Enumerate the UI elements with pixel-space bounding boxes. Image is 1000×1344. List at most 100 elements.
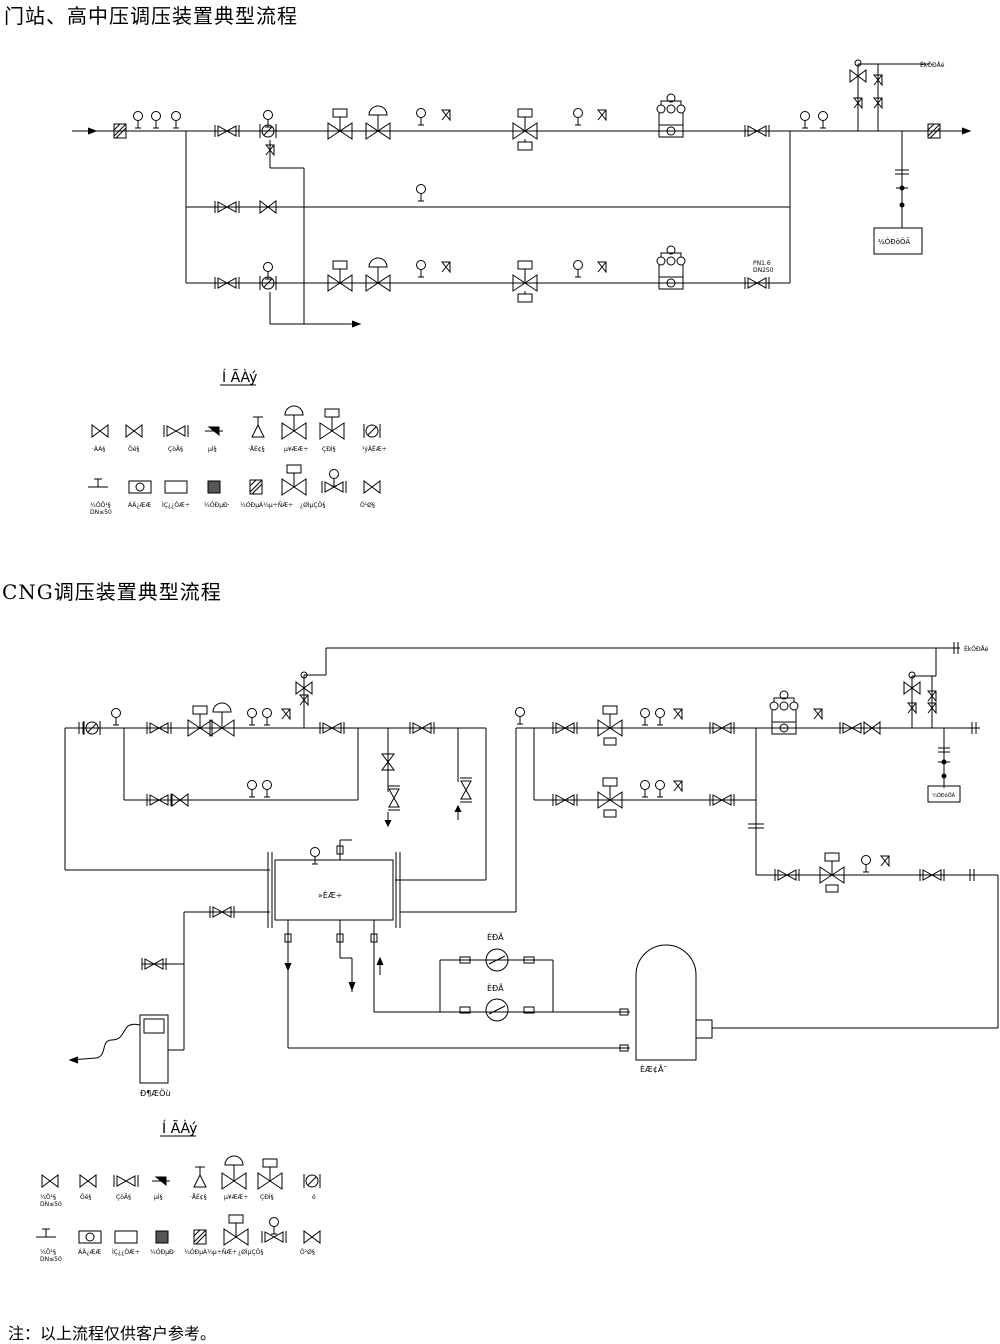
legend-label: Öë§ [80,1194,91,1201]
temperature-gauge [818,111,828,129]
monitor-regulator [512,108,538,140]
pressure-gauge [861,855,871,873]
bypass-spec-1: PN1.6 [753,260,771,267]
diff-pressure-gauge [263,110,273,128]
section2-inlet-loop: ÈkÖÐÅé [64,642,989,881]
pressure-transmitter [171,111,181,129]
legend-title: Í ÃÀý [162,1120,197,1137]
pressure-gauge [262,780,272,798]
odorizer-box [927,785,961,803]
pump1-label: ÈÐÃ [487,931,504,942]
slam-shut-valve [187,705,213,737]
pressure-regulator [365,257,391,292]
small-ball-valve [597,261,607,273]
section1-title: 门站、高中压调压装置典型流程 [4,4,298,28]
legend-label: ¿ØÌµÇÖ§ [238,1249,263,1256]
legend-label: ÇÐÌ§ [260,1194,274,1201]
pump2-label: ÈÐÃ [487,982,504,993]
pressure-gauge [800,111,810,129]
section1-legend: Í ÃÀý ·ÀÁ§ Öë§ ÇòÃ§ µÌ§ ·ÅÉ¢§ µ¥ÆÆ÷ ÇÐÌ§… [88,369,387,516]
legend-label: ÇòÃ§ [116,1194,131,1201]
legend-label: ¼ÓÐµÀ¼µ÷ÑÆ÷ [184,1249,237,1256]
odorizer-label: ¼ÓÐôÖÃ [878,237,910,246]
unloader-label: Ð¶ÆÖù [140,1088,170,1098]
pressure-gauge [416,260,426,278]
water-bath-heater: »ÈÆ÷ [267,839,630,1049]
legend-label: ÇÐÌ§ [322,446,336,453]
gate-valve [459,777,473,803]
diff-pressure-gauge [263,262,273,280]
legend-label: ö [312,1194,316,1201]
legend-label: ÌÇ¿¿ÒÆ÷ [112,1249,140,1256]
heater-label: »ÈÆ÷ [318,889,342,900]
pressure-gauge [655,708,665,726]
regulator-icon [597,777,623,809]
pump-icon [485,948,509,972]
pump-icon [485,998,509,1022]
unloading-post: Ð¶ÆÖù [68,905,270,1098]
legend-label: µÌ§ [208,446,217,453]
legend-label: ¼ÓÐµÐ· [150,1249,176,1256]
pressure-gauge [515,707,525,725]
legend-label: ·ÀÁ§ [92,446,105,453]
small-ball-valve [281,708,291,720]
pressure-gauge [416,108,426,126]
legend-label: µ¥ÆÆ÷ [224,1194,248,1201]
legend-label: ¼Ö¹§ [40,1249,56,1256]
pressure-regulator [209,702,235,737]
legend-label: Ö¹Ø§ [300,1249,315,1256]
small-ball-valve [597,109,607,121]
legend-label: µ¥ÆÆ÷ [284,446,308,453]
regulator-icon [819,852,845,884]
regulator-icon [597,705,623,737]
pump-and-tank: ÈÐÃ ÈÐÃ ÈÆ¢Ã¯ [439,875,999,1074]
legend-sublabel: DN≤50 [40,1256,62,1263]
legend-label: ¼Ö¹§ [40,1194,56,1201]
pressure-gauge [640,708,650,726]
legend-label: ¼ÓÖ¹§ [90,502,111,509]
legend-label: ·ÅÉ¢§ [248,445,265,453]
section2-regulator-skid: ¼ÓÐôÖÃ [400,648,998,913]
pressure-gauge [640,780,650,798]
tank-label: ÈÆ¢Ã¯ [640,1063,667,1074]
legend-label: ÇòÃ§ [168,446,183,453]
pressure-gauge [247,708,257,726]
legend-sublabel: DN≤50 [40,1201,62,1208]
temperature-gauge [151,111,161,129]
storage-tank [635,944,697,1061]
bypass-spec-2: DN250 [753,267,774,274]
legend-sublabel: DN≤50 [90,509,112,516]
legend-label: ¿ØÌµÇÖ§ [300,502,325,509]
footnote: 注：以上流程仅供客户参考。 [8,1324,217,1343]
drain-gate-valve [387,785,401,811]
pressure-regulator [365,105,391,140]
odorizer-label: ¼ÓÐôÖÃ [932,792,956,799]
outlet-label: ÈkÖÐÅé [964,645,989,653]
small-ball-valve [673,708,683,720]
legend-label: Ö¹Ø§ [360,502,375,509]
legend-label: ÁÄ¿ÆÆ [128,502,151,509]
section2-title: CNG调压装置典型流程 [2,580,222,604]
small-ball-valve [441,109,451,121]
legend-label: ÌÇ¿¿ÒÆ÷ [162,502,190,509]
legend-label: ·ÅÉ¢§ [190,1193,207,1201]
pressure-gauge [573,108,583,126]
legend-label: ¼ÓÐµÀ¼µ÷ÑÆ÷ [240,502,293,509]
pressure-gauge [247,780,257,798]
small-ball-valve [813,708,823,720]
legend-label: ÁÄ¿ÆÆ [78,1249,101,1256]
small-ball-valve [441,261,451,273]
section2-legend: Í ÃÀý ¼Ö¹§ DN≤50 Öë§ ÇòÃ§ µÌ§ ·ÅÉ¢§ µ¥ÆÆ… [36,1120,321,1263]
legend-label: Öë§ [128,446,139,453]
section1-main-line [72,93,972,151]
pressure-gauge [262,708,272,726]
pressure-gauge [111,708,121,726]
pressure-gauge [655,780,665,798]
outlet-label: ÈkÖÐÅé [920,61,945,69]
thermometer-icon [310,847,320,865]
pressure-gauge [416,184,426,202]
legend-label: µÌ§ [154,1194,163,1201]
small-ball-valve [673,780,683,792]
pressure-gauge [133,111,143,129]
